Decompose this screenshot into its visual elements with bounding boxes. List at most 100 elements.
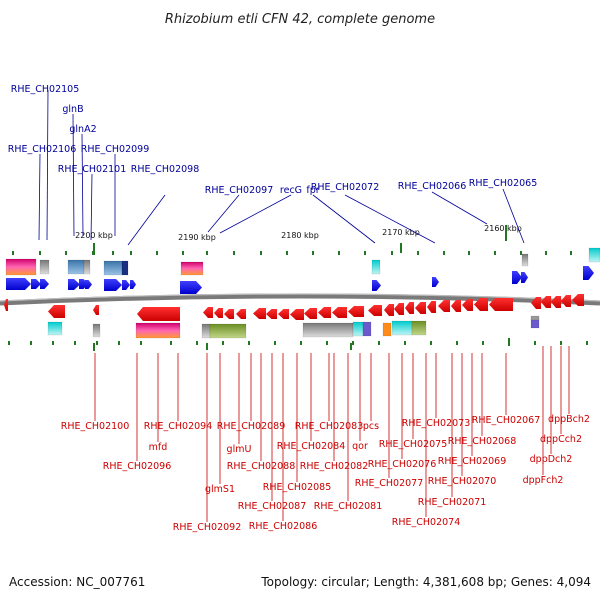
gene-label-rhe-ch02068[interactable]: RHE_CH02068 <box>448 436 517 447</box>
gene-label-rhe-ch02098[interactable]: RHE_CH02098 <box>131 164 200 175</box>
gene-label-rhe-ch02101[interactable]: RHE_CH02101 <box>58 164 127 175</box>
gene-label-rhe-ch02073[interactable]: RHE_CH02073 <box>402 418 471 429</box>
gene-label-rhe-ch02097[interactable]: RHE_CH02097 <box>205 185 274 196</box>
feature-box <box>5 258 37 276</box>
gene-label-dppfch2[interactable]: dppFch2 <box>523 475 564 486</box>
gene-label-rhe-ch02085[interactable]: RHE_CH02085 <box>263 482 332 493</box>
gene-label-rhe-ch02087[interactable]: RHE_CH02087 <box>238 501 307 512</box>
gene-label-qor[interactable]: qor <box>352 441 368 452</box>
reverse-gene-arrow[interactable] <box>278 309 289 319</box>
reverse-gene-arrow[interactable] <box>224 309 234 319</box>
forward-gene-arrow[interactable] <box>521 272 528 283</box>
reverse-gene-arrow[interactable] <box>304 308 317 319</box>
forward-gene-arrow[interactable] <box>40 279 49 289</box>
gene-label-rhe-ch02076[interactable]: RHE_CH02076 <box>368 459 437 470</box>
label-leaders <box>38 89 570 522</box>
forward-gene-arrow[interactable] <box>432 277 439 287</box>
reverse-gene-arrow[interactable] <box>214 308 223 318</box>
reverse-gene-arrow[interactable] <box>266 309 277 319</box>
reverse-gene-arrow[interactable] <box>332 307 347 318</box>
reverse-gene-arrow[interactable] <box>4 299 8 311</box>
reverse-gene-arrow[interactable] <box>551 296 561 308</box>
forward-gene-arrow[interactable] <box>512 271 522 284</box>
gene-label-rhe-ch02071[interactable]: RHE_CH02071 <box>418 497 487 508</box>
forward-gene-arrow[interactable] <box>130 280 136 289</box>
reverse-gene-arrow[interactable] <box>572 294 584 306</box>
gene-label-rhe-ch02100[interactable]: RHE_CH02100 <box>61 421 130 432</box>
gene-label-recg[interactable]: recG <box>280 185 302 196</box>
gene-label-rhe-ch02066[interactable]: RHE_CH02066 <box>398 181 467 192</box>
reverse-gene-arrow[interactable] <box>318 307 331 318</box>
gene-label-glnb[interactable]: glnB <box>62 104 83 115</box>
reverse-gene-arrow[interactable] <box>348 306 364 317</box>
forward-gene-arrow[interactable] <box>85 280 92 289</box>
reverse-gene-arrow[interactable] <box>451 300 461 312</box>
reverse-gene-arrow[interactable] <box>561 295 571 307</box>
reverse-gene-arrow[interactable] <box>93 305 99 315</box>
reverse-gene-arrow[interactable] <box>438 300 450 312</box>
gene-label-rhe-ch02081[interactable]: RHE_CH02081 <box>314 501 383 512</box>
forward-gene-arrow[interactable] <box>6 278 31 290</box>
gene-label-mfd[interactable]: mfd <box>149 442 168 453</box>
tick-mark-major <box>350 343 352 350</box>
gene-label-dppcch2[interactable]: dppCch2 <box>540 434 582 445</box>
gene-label-rhe-ch02070[interactable]: RHE_CH02070 <box>428 476 497 487</box>
forward-gene-arrow[interactable] <box>104 279 122 291</box>
reverse-gene-arrow[interactable] <box>137 307 180 321</box>
gene-label-rhe-ch02074[interactable]: RHE_CH02074 <box>392 517 461 528</box>
reverse-gene-arrow[interactable] <box>48 305 65 318</box>
gene-label-rhe-ch02105[interactable]: RHE_CH02105 <box>11 84 80 95</box>
gene-label-rhe-ch02075[interactable]: RHE_CH02075 <box>379 439 448 450</box>
gene-label-dppdch2[interactable]: dppDch2 <box>530 454 573 465</box>
gene-label-rhe-ch02086[interactable]: RHE_CH02086 <box>249 521 318 532</box>
gene-label-rhe-ch02067[interactable]: RHE_CH02067 <box>472 415 541 426</box>
reverse-gene-arrow[interactable] <box>253 308 266 319</box>
reverse-gene-arrow[interactable] <box>415 302 426 314</box>
gene-label-rhe-ch02065[interactable]: RHE_CH02065 <box>469 178 538 189</box>
reverse-gene-arrow[interactable] <box>394 303 404 315</box>
reverse-gene-arrow[interactable] <box>203 307 213 318</box>
tick-mark <box>312 251 314 255</box>
gene-label-rhe-ch02082[interactable]: RHE_CH02082 <box>300 461 369 472</box>
gene-label-glmu[interactable]: glmU <box>227 444 252 455</box>
gene-label-rhe-ch02069[interactable]: RHE_CH02069 <box>438 456 507 467</box>
forward-gene-arrow[interactable] <box>122 280 130 290</box>
forward-gene-arrow[interactable] <box>180 281 202 294</box>
tick-mark <box>560 341 562 345</box>
gene-label-rhe-ch02088[interactable]: RHE_CH02088 <box>227 461 296 472</box>
gene-label-glms1[interactable]: glmS1 <box>205 484 235 495</box>
forward-gene-arrow[interactable] <box>68 279 80 290</box>
gene-label-glna2[interactable]: glnA2 <box>69 124 96 135</box>
reverse-gene-arrow[interactable] <box>427 301 436 313</box>
gene-label-rhe-ch02096[interactable]: RHE_CH02096 <box>103 461 172 472</box>
reverse-gene-arrow[interactable] <box>474 298 488 311</box>
reverse-gene-arrow[interactable] <box>541 296 551 308</box>
forward-gene-arrow[interactable] <box>372 280 381 291</box>
forward-gene-arrow[interactable] <box>31 279 41 289</box>
feature-box <box>201 323 211 339</box>
forward-gene-arrow[interactable] <box>583 266 594 280</box>
reverse-gene-arrow[interactable] <box>290 309 304 320</box>
reverse-gene-arrow[interactable] <box>531 297 541 309</box>
gene-label-rhe-ch02089[interactable]: RHE_CH02089 <box>217 421 286 432</box>
reverse-gene-arrow[interactable] <box>368 305 382 316</box>
gene-label-rhe-ch02084[interactable]: RHE_CH02084 <box>277 441 346 452</box>
reverse-gene-arrow[interactable] <box>489 298 513 311</box>
reverse-gene-arrow[interactable] <box>462 299 473 311</box>
reverse-gene-arrow[interactable] <box>384 304 394 316</box>
tick-mark <box>196 341 198 345</box>
gene-label-rhe-ch02072[interactable]: RHE_CH02072 <box>311 182 380 193</box>
gene-label-dppbch2[interactable]: dppBch2 <box>548 414 590 425</box>
gene-label-rhe-ch02094[interactable]: RHE_CH02094 <box>144 421 213 432</box>
gene-label-rhe-ch02083[interactable]: RHE_CH02083 <box>295 421 364 432</box>
gene-label-rhe-ch02099[interactable]: RHE_CH02099 <box>81 144 150 155</box>
gene-label-pcs[interactable]: pcs <box>363 421 379 432</box>
gene-label-rhe-ch02106[interactable]: RHE_CH02106 <box>8 144 77 155</box>
feature-box <box>521 253 529 267</box>
gene-label-fpr[interactable]: fpr <box>306 185 319 196</box>
feature-box <box>180 261 204 276</box>
reverse-gene-arrow[interactable] <box>405 302 414 314</box>
gene-label-rhe-ch02077[interactable]: RHE_CH02077 <box>355 478 424 489</box>
gene-label-rhe-ch02092[interactable]: RHE_CH02092 <box>173 522 242 533</box>
reverse-gene-arrow[interactable] <box>236 309 246 319</box>
